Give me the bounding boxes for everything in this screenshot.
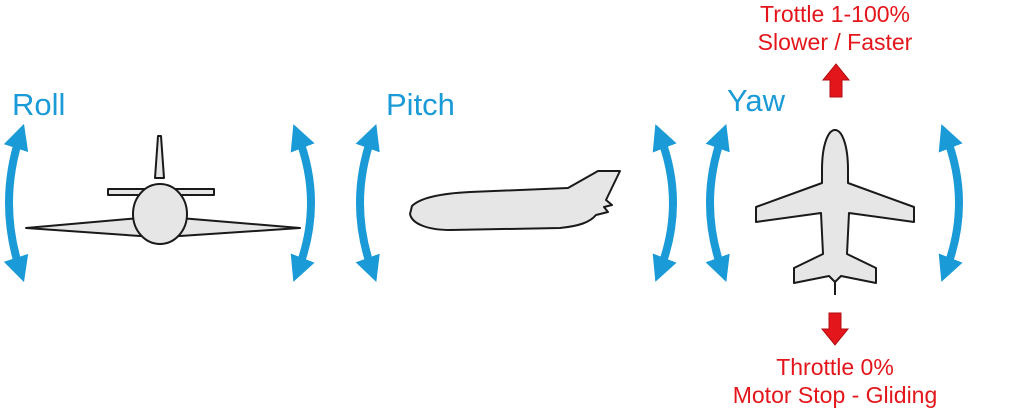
throttle-down-line2: Motor Stop - Gliding [732, 382, 938, 409]
fuselage-front [132, 183, 188, 245]
roll-label: Roll [12, 87, 66, 122]
yaw-label: Yaw [727, 83, 786, 118]
pitch-left-rotation-arrow [355, 123, 380, 283]
pitch-aircraft-side-view [409, 170, 621, 231]
yaw-right-rotation-arrow [938, 124, 963, 282]
throttle-up-arrow-icon [821, 63, 851, 98]
pitch-right-rotation-arrow [652, 124, 677, 282]
airframe-top [755, 129, 915, 284]
pitch-label: Pitch [386, 87, 455, 122]
throttle-down-arrow-icon [820, 312, 850, 346]
vertical-fin [154, 135, 165, 179]
roll-aircraft-front-view [25, 135, 301, 245]
fuselage-side [409, 170, 621, 231]
throttle-down-line1: Throttle 0% [776, 354, 894, 380]
throttle-up-text: Trottle 1-100% Slower / Faster [710, 0, 960, 56]
roll-right-rotation-arrow [290, 124, 315, 282]
throttle-up-line1: Trottle 1-100% [760, 1, 910, 27]
throttle-up-line2: Slower / Faster [757, 29, 913, 56]
yaw-left-rotation-arrow [705, 123, 730, 283]
roll-left-rotation-arrow [3, 123, 29, 283]
yaw-aircraft-top-view [755, 129, 915, 284]
throttle-down-text: Throttle 0% Motor Stop - Gliding [700, 353, 970, 409]
